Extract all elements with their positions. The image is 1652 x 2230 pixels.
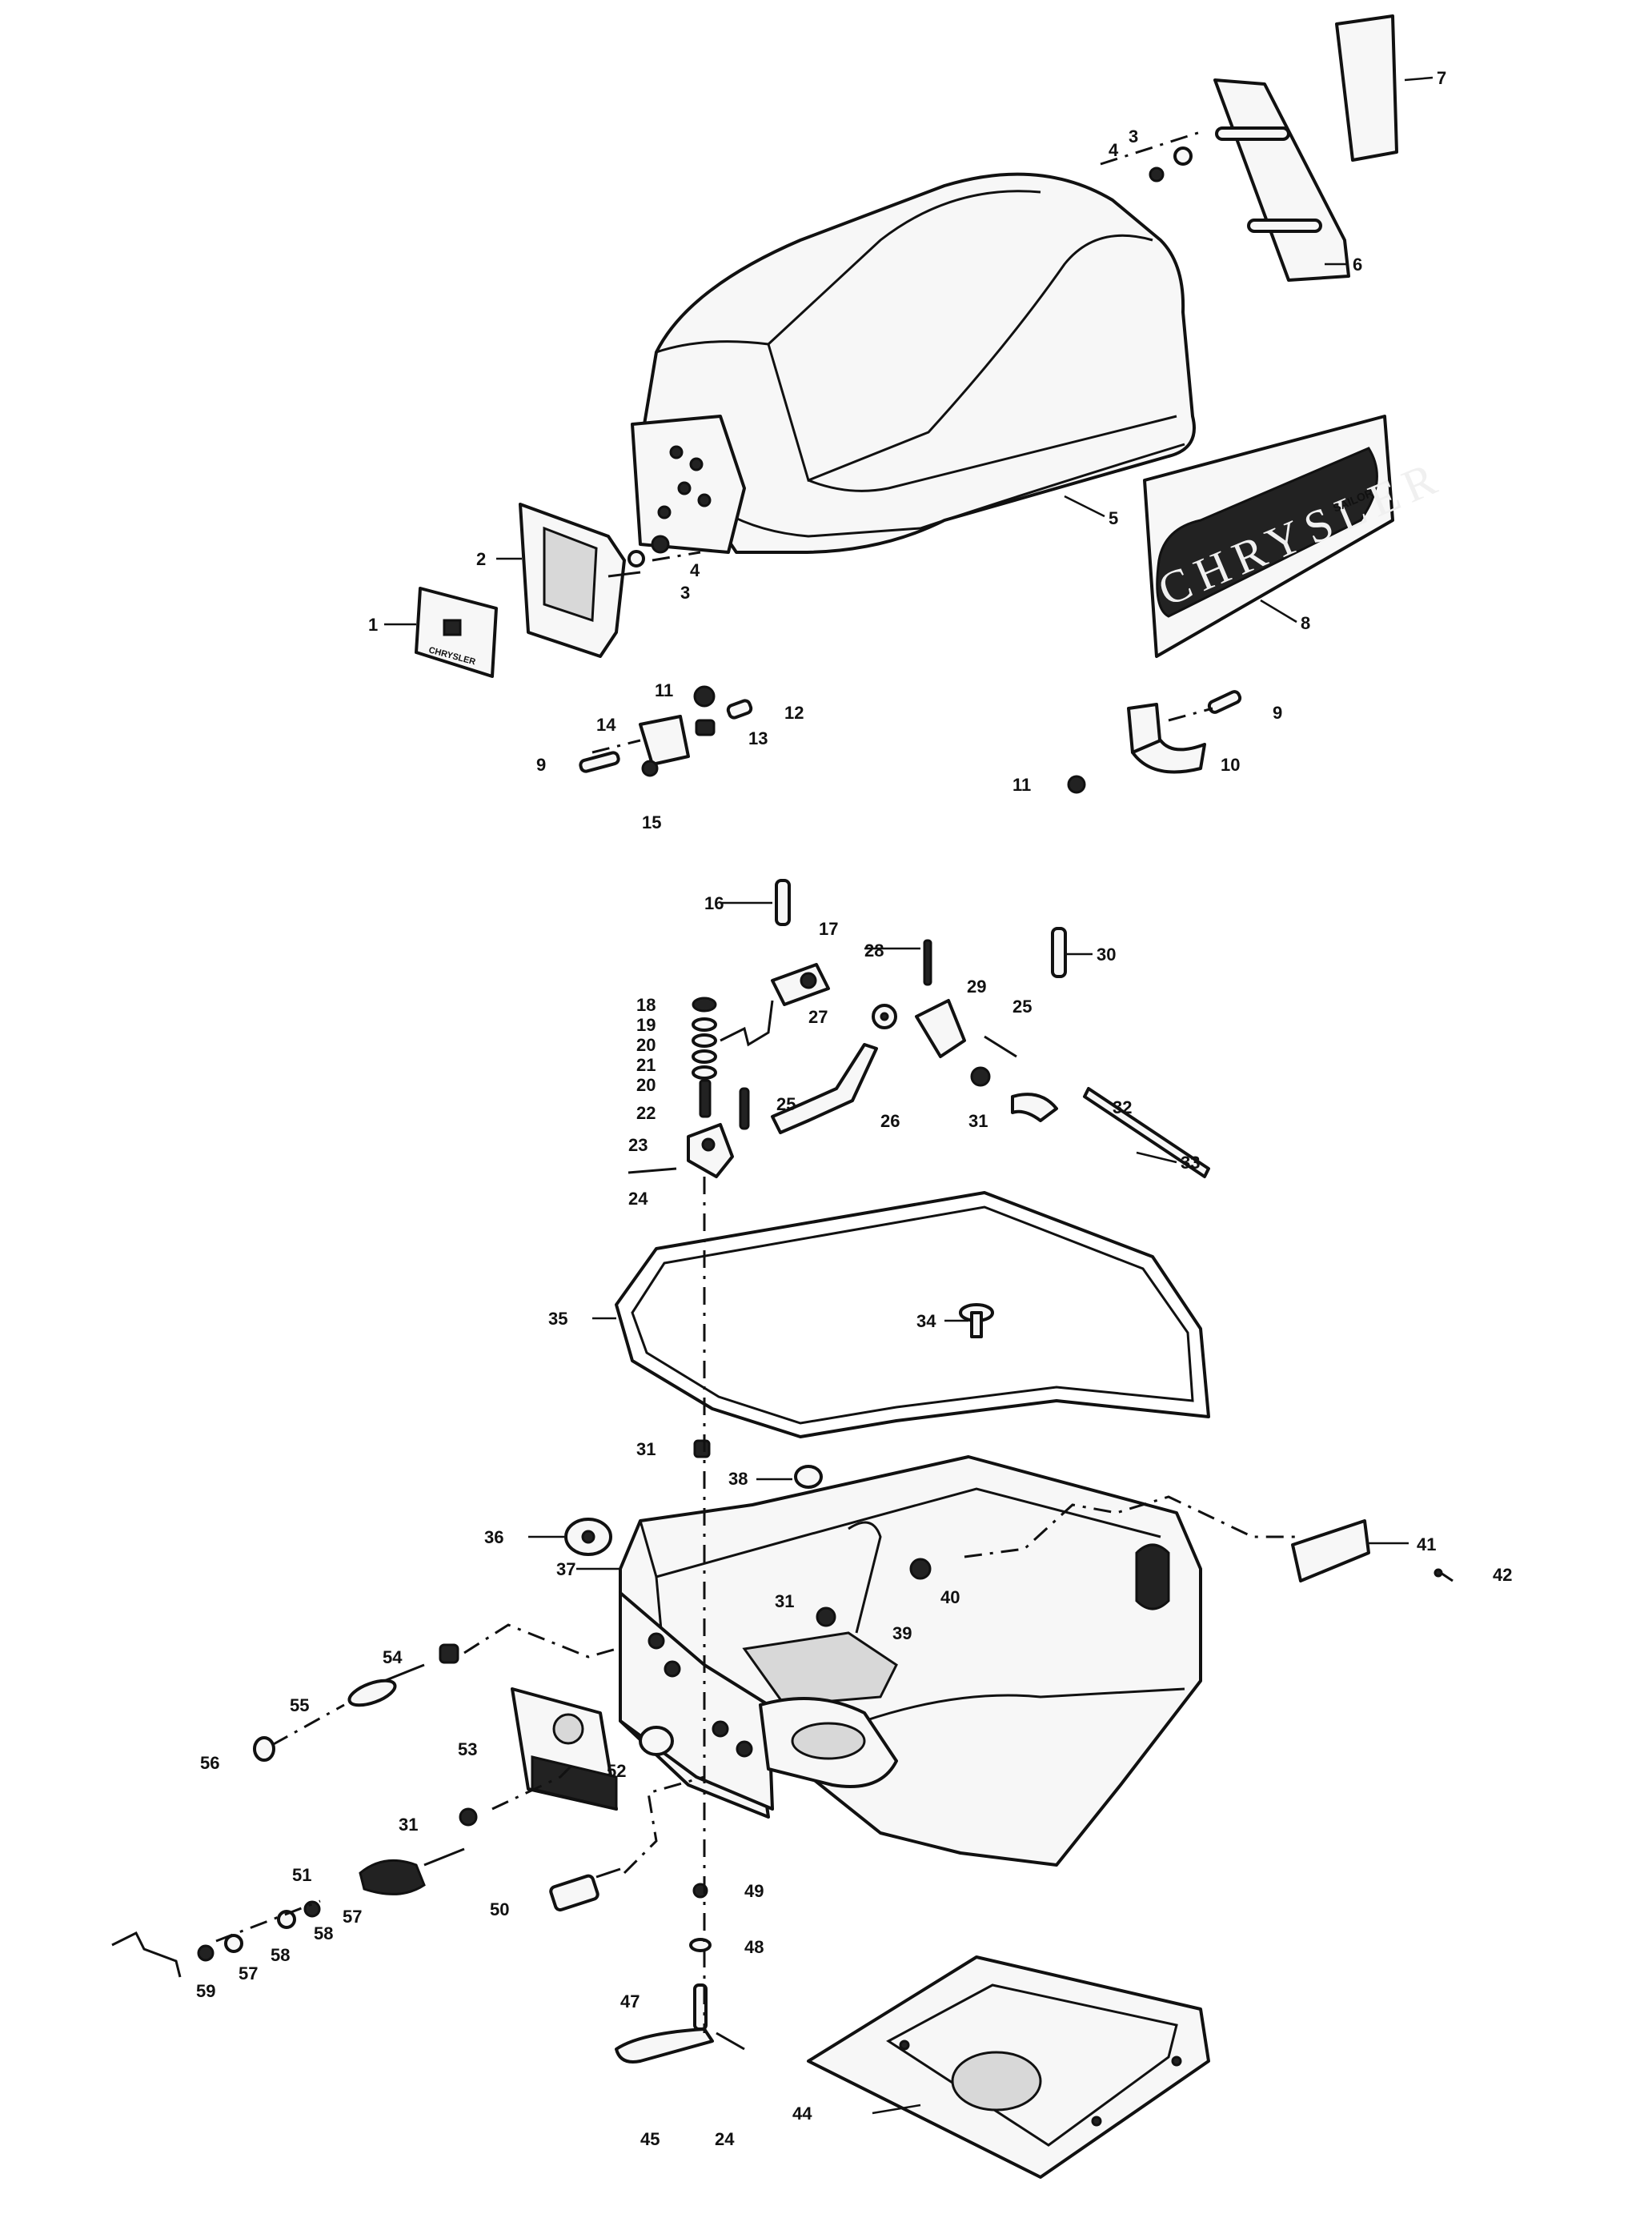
callout-13: 13 [748, 728, 768, 748]
callout-3: 3 [1129, 126, 1138, 146]
assembly-lines [215, 130, 1301, 2033]
callout-39: 39 [892, 1623, 912, 1643]
callout-4: 4 [1109, 140, 1119, 160]
callout-41: 41 [1417, 1534, 1436, 1554]
callout-7: 7 [1437, 68, 1446, 88]
callout-40: 40 [940, 1587, 960, 1607]
seal-35 [615, 1191, 1210, 1438]
callout-20: 20 [636, 1035, 656, 1055]
motor-cover [631, 172, 1196, 554]
latch-right [1067, 690, 1242, 794]
linkage-assembly [628, 879, 1210, 1178]
callout-31b: 31 [636, 1439, 656, 1459]
nameplate-1: CHRYSLER [415, 587, 498, 678]
callout-19: 19 [636, 1015, 656, 1035]
callout-10: 10 [1221, 755, 1240, 775]
callout-58: 58 [314, 1923, 333, 1943]
callout-8: 8 [1301, 613, 1310, 633]
callout-24b: 24 [715, 2129, 735, 2149]
callout-26: 26 [880, 1111, 900, 1131]
callout-14: 14 [596, 715, 616, 735]
callout-20b: 20 [636, 1075, 656, 1095]
callout-29: 29 [967, 977, 986, 997]
callout-49: 49 [744, 1881, 764, 1901]
latch-left [579, 685, 753, 777]
callout-35: 35 [548, 1309, 567, 1329]
callout-9: 9 [536, 755, 546, 775]
callout-17: 17 [819, 919, 838, 939]
callout-47: 47 [620, 1991, 640, 2011]
callout-11b: 11 [1012, 775, 1031, 795]
callout-56: 56 [200, 1753, 219, 1773]
callout-4b: 4 [690, 560, 700, 580]
callout-42: 42 [1493, 1565, 1512, 1585]
callout-50: 50 [490, 1899, 509, 1919]
front-hardware [111, 1643, 674, 1978]
callout-32: 32 [1113, 1097, 1132, 1117]
callout-18: 18 [636, 995, 656, 1015]
callout-44: 44 [792, 2104, 812, 2124]
callout-53: 53 [458, 1739, 477, 1759]
callout-51: 51 [292, 1865, 311, 1885]
callout-3b: 3 [680, 583, 690, 603]
callout-labels: 7 3 4 6 5 8 2 4 3 1 11 12 13 14 9 15 9 1… [196, 68, 1512, 2149]
callout-38: 38 [728, 1469, 748, 1489]
callout-25: 25 [1012, 997, 1032, 1017]
callout-37: 37 [556, 1559, 575, 1579]
callout-59: 59 [196, 1981, 215, 2001]
callout-leaders [384, 76, 1433, 2115]
callout-2: 2 [476, 549, 486, 569]
callout-58b: 58 [271, 1945, 290, 1965]
callout-30: 30 [1097, 945, 1116, 965]
back-plate-6 [1213, 78, 1350, 282]
callout-12: 12 [784, 703, 804, 723]
callout-48: 48 [744, 1937, 764, 1957]
callout-33: 33 [1181, 1153, 1200, 1173]
washer-set-front [628, 535, 670, 568]
callout-24: 24 [628, 1189, 648, 1209]
callout-31d: 31 [399, 1815, 418, 1835]
decal-8: CHRYSLER SAILOR [1143, 415, 1451, 658]
washer-set-upper [1149, 146, 1193, 182]
callout-9b: 9 [1273, 703, 1282, 723]
callout-31c: 31 [775, 1591, 794, 1611]
gasket-44 [807, 1955, 1210, 2179]
callout-31: 31 [968, 1111, 988, 1131]
callout-15: 15 [642, 812, 661, 832]
callout-54: 54 [383, 1647, 403, 1667]
callout-6: 6 [1353, 255, 1362, 275]
callout-5: 5 [1109, 508, 1118, 528]
callout-22: 22 [636, 1103, 656, 1123]
callout-52: 52 [607, 1761, 626, 1781]
callout-55: 55 [290, 1695, 309, 1715]
callout-36: 36 [484, 1527, 503, 1547]
callout-57b: 57 [239, 1963, 258, 1983]
callout-11: 11 [655, 680, 673, 700]
callout-28: 28 [864, 941, 884, 961]
callout-23: 23 [628, 1135, 648, 1155]
callout-27: 27 [808, 1007, 828, 1027]
callout-21: 21 [636, 1055, 656, 1075]
callout-16: 16 [704, 893, 724, 913]
label-plate-7 [1335, 14, 1398, 162]
lower-linkage [615, 1883, 745, 2064]
callout-45: 45 [640, 2129, 660, 2149]
lower-pan-37 [564, 1439, 1454, 1867]
callout-34: 34 [916, 1311, 936, 1331]
callout-57: 57 [343, 1907, 362, 1927]
callout-1: 1 [368, 615, 378, 635]
callout-25b: 25 [776, 1094, 796, 1114]
frame-2 [519, 503, 641, 658]
